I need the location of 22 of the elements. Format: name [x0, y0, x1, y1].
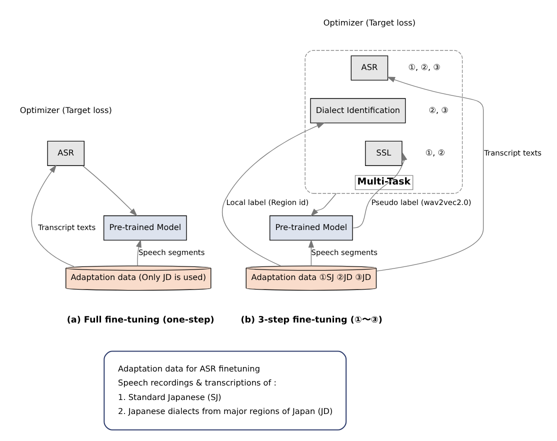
node-label: ②, ③ [428, 104, 448, 115]
arrow [31, 164, 74, 267]
node-box: Adaptation data for ASR finetuning Speech recordings & transcriptions of : 1. Standard Japanese (SJ) 2. Japanese dialects from major regions of Japan (JD) [104, 350, 347, 430]
arrow [308, 239, 314, 266]
arrow [222, 122, 325, 266]
label: (a) Full fine-tuning (one-step) [66, 315, 214, 326]
arrow [310, 193, 337, 216]
arrow [82, 165, 138, 216]
node-box: Pre-trained Model [270, 215, 353, 240]
arrow [352, 152, 408, 228]
node-box: SSL [365, 140, 402, 166]
node-label: Optimizer (Target loss) [20, 104, 112, 115]
arrow [376, 76, 484, 272]
node-box: ASR [350, 55, 388, 81]
node-box: ASR [47, 140, 85, 166]
node-label: Optimizer (Target loss) [323, 17, 416, 28]
node-label: ①, ②, ③ [408, 62, 440, 72]
node-label: ①, ② [425, 148, 446, 158]
node-box: Dialect Identification [310, 98, 406, 124]
label: (b) 3-step fine-tuning (①〜③) [240, 315, 382, 326]
node-box: Pre-trained Model [103, 215, 187, 240]
arrow [136, 239, 142, 266]
